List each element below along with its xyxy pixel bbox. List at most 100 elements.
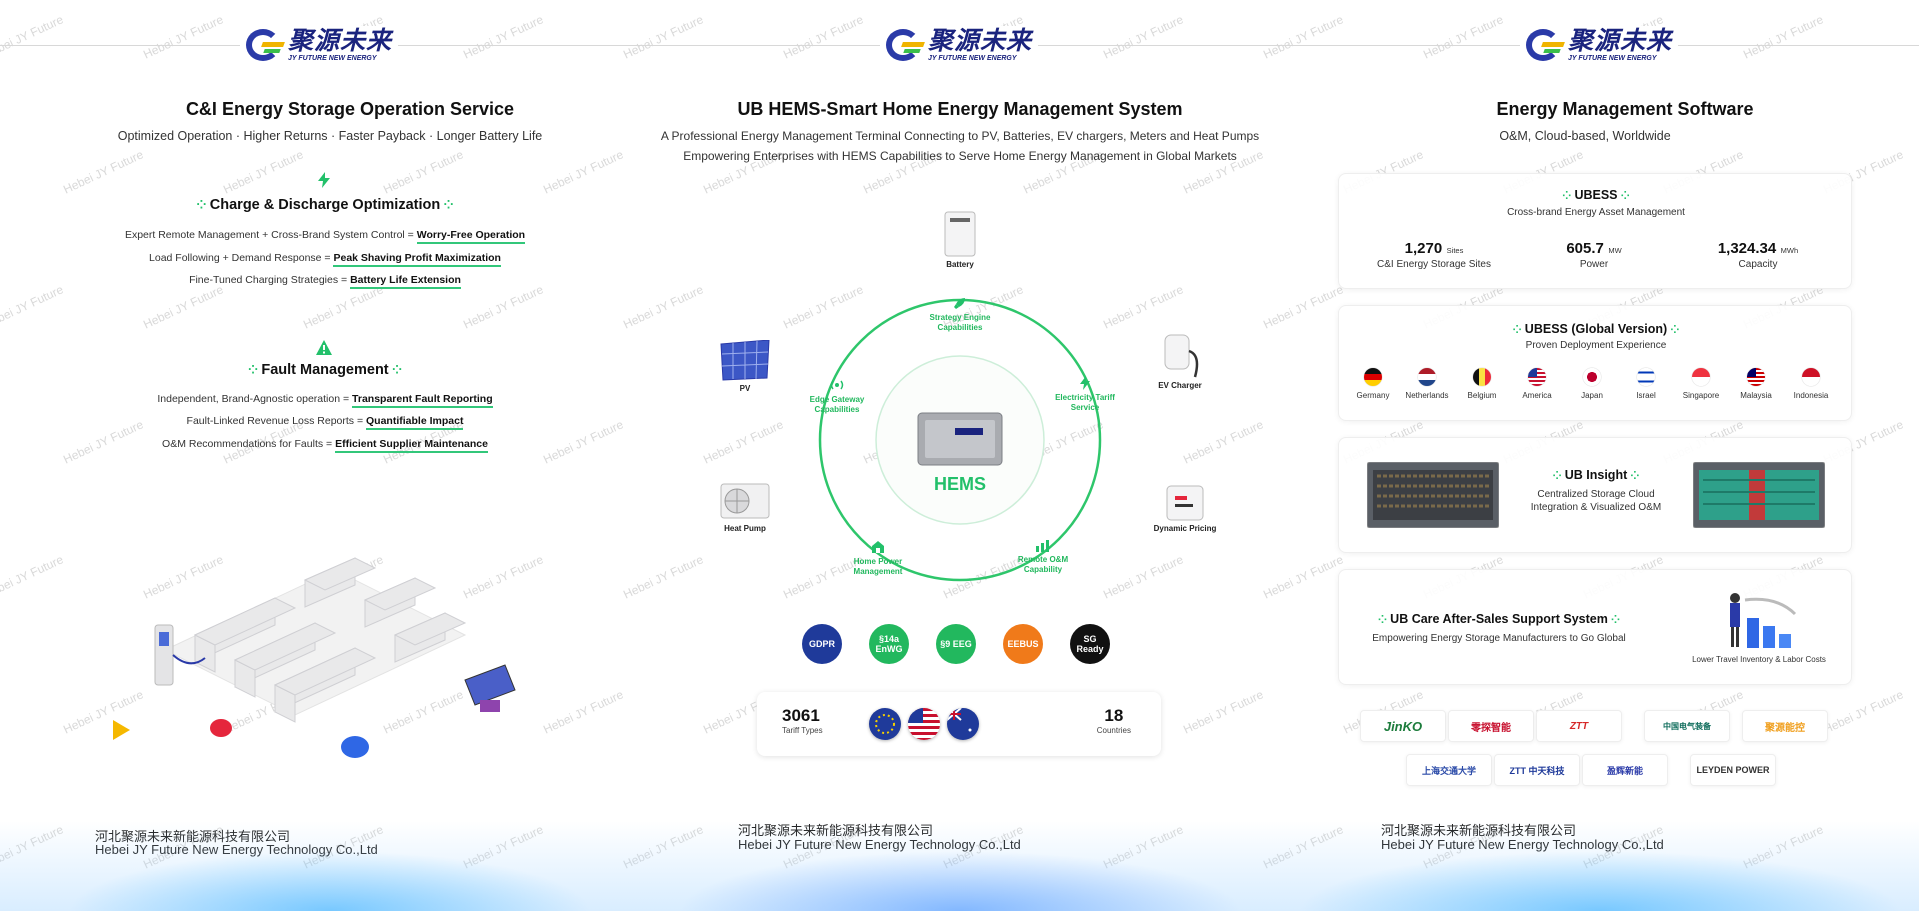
partner-logo: ZTT <box>1536 710 1622 742</box>
stat-tariff: 3061 Tariff Types <box>782 706 823 735</box>
card-ub-insight: ⁘ UB Insight ⁘ Centralized Storage Cloud… <box>1338 437 1852 553</box>
page-subtitle-line2: Empowering Enterprises with HEMS Capabil… <box>683 149 1237 163</box>
kv-line: Load Following + Demand Response = Peak … <box>5 252 645 267</box>
warning-icon <box>316 340 332 355</box>
country-israel: Israel <box>1621 368 1671 400</box>
partner-logo: 上海交通大学 <box>1406 754 1492 786</box>
hems-stats-bar: 3061 Tariff Types 18 Countries <box>757 692 1161 756</box>
country-japan: Japan <box>1567 368 1617 400</box>
card-ubess-global: ⁘ UBESS (Global Version) ⁘ Proven Deploy… <box>1338 305 1852 421</box>
dashboard-dark-icon <box>1367 462 1499 528</box>
section-title-fault: ⁘ Fault Management ⁘ <box>247 362 403 378</box>
battery-icon <box>944 211 976 257</box>
cap-remote-om: Remote O&M Capability <box>1003 538 1083 575</box>
footer-company-en: Hebei JY Future New Energy Technology Co… <box>95 842 378 857</box>
care-caption: Lower Travel Inventory & Labor Costs <box>1692 655 1826 664</box>
partner-logo: 聚源能控 <box>1742 710 1828 742</box>
footer-company-en: Hebei JY Future New Energy Technology Co… <box>1381 837 1664 852</box>
us-flag-icon <box>908 708 940 740</box>
cert-enwg-badge: §14a EnWG <box>869 624 909 664</box>
card-ub-care: ⁘ UB Care After-Sales Support System ⁘ E… <box>1338 569 1852 685</box>
israel-flag-icon <box>1637 368 1655 386</box>
footer-company-en: Hebei JY Future New Energy Technology Co… <box>738 837 1021 852</box>
cert-gdpr-badge: GDPR <box>802 624 842 664</box>
dashboard-teal-icon <box>1693 462 1825 528</box>
device-dynamic-pricing: Dynamic Pricing <box>1145 484 1225 533</box>
country-germany: Germany <box>1348 368 1398 400</box>
kv-line: Independent, Brand-Agnostic operation = … <box>5 393 645 408</box>
insight-line1: Centralized Storage Cloud <box>1537 489 1655 500</box>
eu-flag-icon <box>869 708 901 740</box>
kv-line: O&M Recommendations for Faults = Efficie… <box>5 438 645 453</box>
cap-edge-gateway: Edge Gateway Capabilities <box>800 378 874 415</box>
kv-line: Expert Remote Management + Cross-Brand S… <box>5 229 645 244</box>
antenna-icon <box>830 380 844 390</box>
cap-tariff-service: Electricity Tariff Service <box>1045 376 1125 413</box>
belgium-flag-icon <box>1473 368 1491 386</box>
cert-eebus-badge: EEBUS <box>1003 624 1043 664</box>
logo-mark-icon <box>246 27 286 63</box>
page-title: C&I Energy Storage Operation Service <box>185 99 515 119</box>
card-title: ⁘ UBESS ⁘ <box>1562 188 1630 202</box>
country-netherlands: Netherlands <box>1402 368 1452 400</box>
stat-countries: 18 Countries <box>1096 706 1131 735</box>
partner-logo: ZTT 中天科技 <box>1494 754 1580 786</box>
hems-center-label: HEMS <box>933 474 986 494</box>
singapore-flag-icon <box>1692 368 1710 386</box>
cap-home-power: Home Power Management <box>838 540 918 577</box>
heat-pump-icon <box>720 483 770 519</box>
card-ubess: ⁘ UBESS ⁘ Cross-brand Energy Asset Manag… <box>1338 173 1852 289</box>
kv-line: Fine-Tuned Charging Strategies = Battery… <box>5 274 645 289</box>
page-title: UB HEMS-Smart Home Energy Management Sys… <box>737 99 1183 119</box>
panel-ci-storage: 聚源未来 JY FUTURE NEW ENERGY C&I Energy Sto… <box>0 0 640 911</box>
card-title: ⁘ UBESS (Global Version) ⁘ <box>1512 322 1680 336</box>
card-title: ⁘ UB Care After-Sales Support System ⁘ <box>1377 612 1621 626</box>
partner-logo: JinKO <box>1360 710 1446 742</box>
solar-panel-icon <box>720 339 770 381</box>
company-logo: 聚源未来 JY FUTURE NEW ENERGY <box>880 26 1039 64</box>
home-icon <box>872 541 884 553</box>
logo-cn: 聚源未来 <box>288 26 393 55</box>
country-malaysia: Malaysia <box>1731 368 1781 400</box>
storage-site-illustration <box>113 557 516 758</box>
logo-cn: 聚源未来 <box>1568 26 1673 55</box>
indonesia-flag-icon <box>1802 368 1820 386</box>
logo-mark-icon <box>1526 27 1566 63</box>
country-indonesia: Indonesia <box>1786 368 1836 400</box>
lightning-icon <box>318 172 330 188</box>
device-ev-charger: EV Charger <box>1145 333 1215 390</box>
malaysia-flag-icon <box>1747 368 1765 386</box>
logo-en: JY FUTURE NEW ENERGY <box>928 54 1017 62</box>
partner-logo: 零探智能 <box>1448 710 1534 742</box>
card-subtitle: Cross-brand Energy Asset Management <box>1507 207 1685 218</box>
ev-charger-icon <box>1164 334 1199 378</box>
kv-line: Fault-Linked Revenue Loss Reports = Quan… <box>5 415 645 430</box>
metric-capacity: 1,324.34 MWh Capacity <box>1717 240 1799 270</box>
partner-logo: 中国电气装备 <box>1644 710 1730 742</box>
pricing-meter-icon <box>1166 485 1204 521</box>
country-singapore: Singapore <box>1676 368 1726 400</box>
card-title: ⁘ UB Insight ⁘ <box>1552 468 1640 482</box>
lightning-icon <box>1080 376 1090 390</box>
panel-ems-software: 聚源未来 JY FUTURE NEW ENERGY Energy Managem… <box>1280 0 1919 911</box>
device-pv: PV <box>715 339 775 393</box>
company-logo: 聚源未来 JY FUTURE NEW ENERGY <box>1520 26 1679 64</box>
bar-chart-icon <box>1036 540 1049 552</box>
country-belgium: Belgium <box>1457 368 1507 400</box>
cap-strategy-engine: Strategy Engine Capabilities <box>923 296 997 333</box>
japan-flag-icon <box>1583 368 1601 386</box>
logo-en: JY FUTURE NEW ENERGY <box>288 54 377 62</box>
hems-ring-diagram <box>818 298 1102 582</box>
cost-reduction-chart-icon <box>1730 593 1797 648</box>
rocket-icon <box>954 298 965 309</box>
page-title: Energy Management Software <box>1496 99 1754 119</box>
panel-hems: 聚源未来 JY FUTURE NEW ENERGY UB HEMS-Smart … <box>640 0 1280 911</box>
country-america: America <box>1512 368 1562 400</box>
partner-logo: LEYDEN POWER <box>1690 754 1776 786</box>
insight-line2: Integration & Visualized O&M <box>1530 502 1662 513</box>
metric-power: 605.7 MW Power <box>1566 240 1622 270</box>
device-heat-pump: Heat Pump <box>715 480 775 533</box>
logo-cn: 聚源未来 <box>928 26 1033 55</box>
au-flag-icon <box>947 708 979 740</box>
cert-eeg-badge: §9 EEG <box>936 624 976 664</box>
